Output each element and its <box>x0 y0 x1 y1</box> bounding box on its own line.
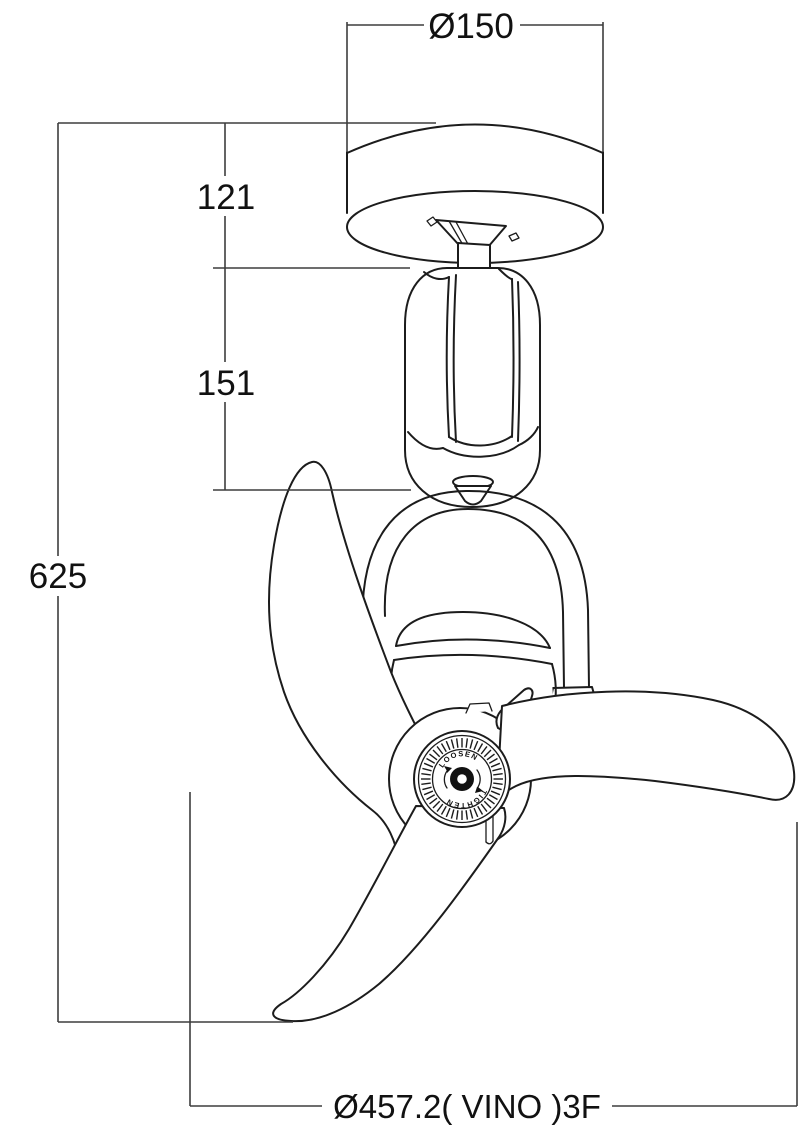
dimension-left-stack: 121 151 625 <box>29 122 436 1023</box>
canopy <box>346 123 604 274</box>
hub-plate-clip <box>465 702 493 714</box>
knurl-ring <box>421 738 503 820</box>
loosen-arrow <box>443 770 448 789</box>
hub-knob: LOOSEN TIGHTEN <box>413 730 511 828</box>
dim-label-canopy-height: 121 <box>197 178 255 217</box>
blade-right <box>496 690 796 801</box>
bracket-screw-left <box>426 216 438 227</box>
bracket-screw-right <box>508 232 520 242</box>
motor-capsule <box>404 267 541 508</box>
tighten-arrow <box>476 769 481 788</box>
dim-label-top-diameter: Ø150 <box>428 7 514 46</box>
dim-label-blade-sweep: Ø457.2( VINO )3F <box>333 1088 601 1125</box>
dim-label-overall-height: 625 <box>29 557 87 596</box>
dimension-blade-sweep: Ø457.2( VINO )3F <box>189 792 798 1126</box>
blade-bottom <box>272 805 507 1023</box>
dimension-top-diameter: Ø150 <box>346 4 604 151</box>
dim-label-body-height: 151 <box>197 364 255 403</box>
